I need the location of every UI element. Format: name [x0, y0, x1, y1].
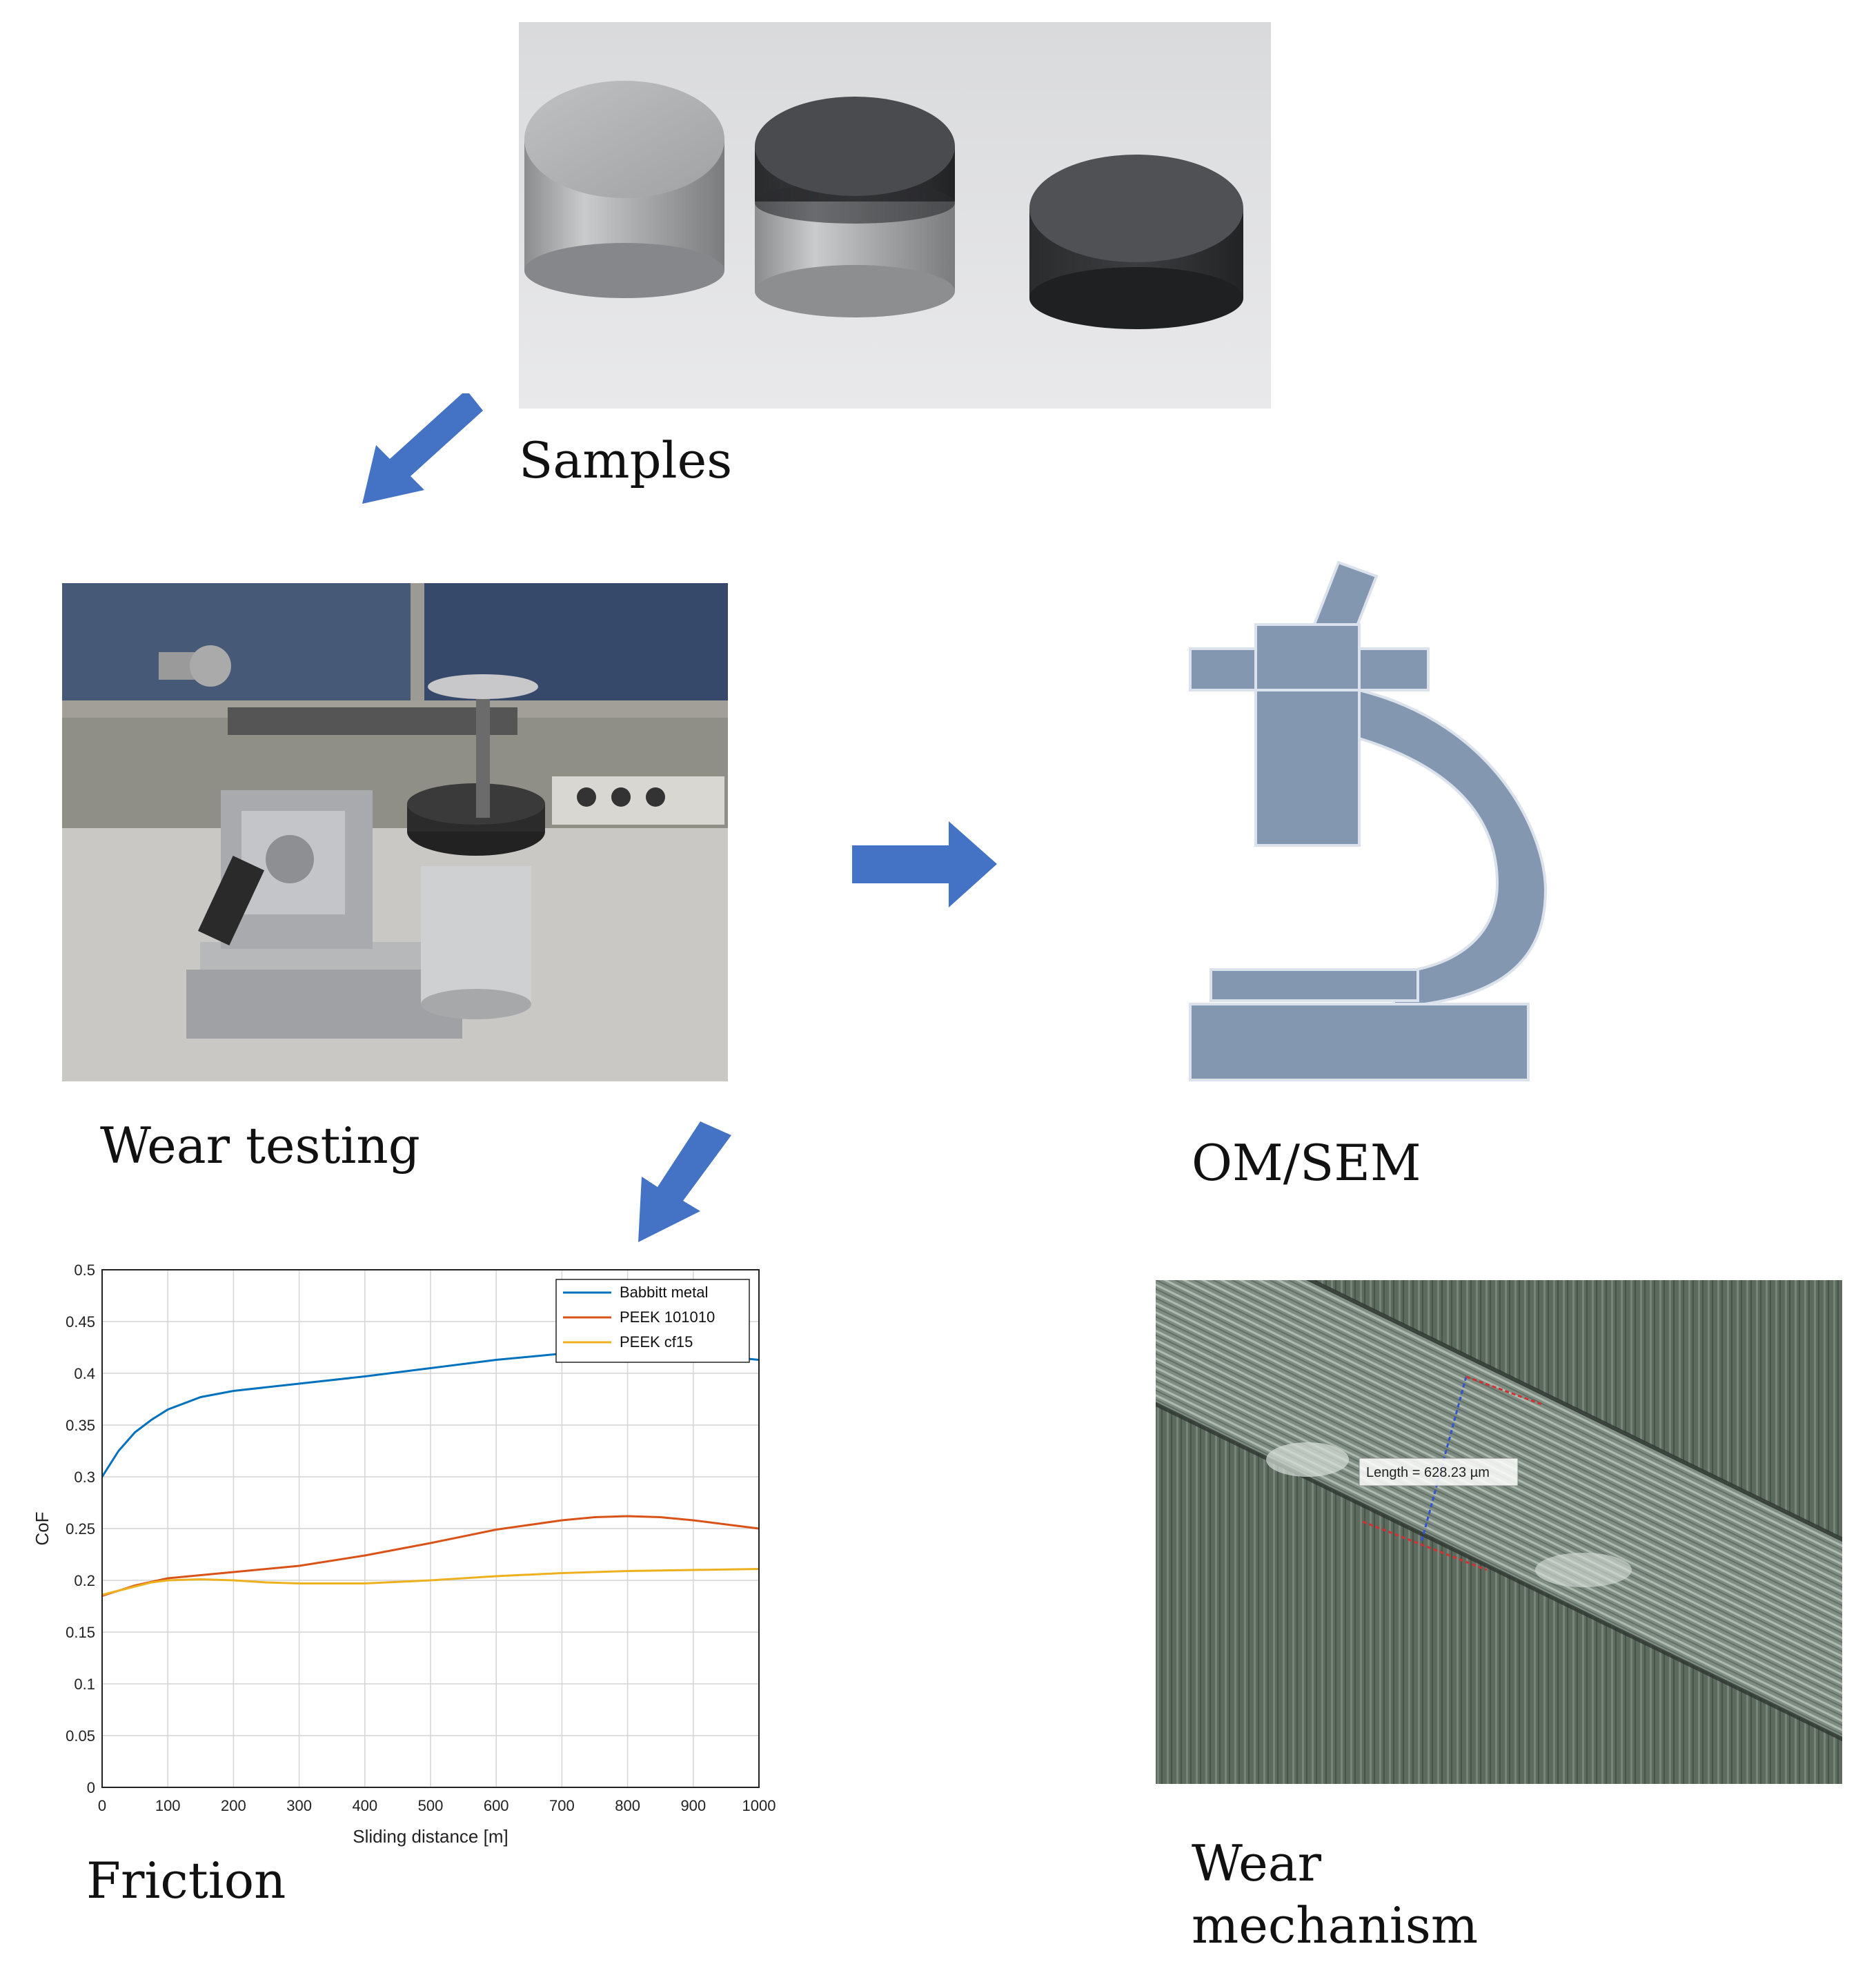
y-axis-label: CoF [32, 1511, 52, 1545]
x-tick-label: 400 [352, 1797, 377, 1814]
wear-track-micrograph: Length = 628.23 µm [1156, 1280, 1842, 1784]
y-tick-label: 0.45 [66, 1313, 95, 1331]
legend-label: PEEK 101010 [620, 1308, 715, 1326]
wear-mechanism-caption-line1: Wear [1192, 1834, 1322, 1892]
x-tick-label: 900 [680, 1797, 706, 1814]
arrow-right-icon [852, 821, 997, 907]
x-tick-label: 800 [615, 1797, 640, 1814]
wear-mechanism-caption: Wear mechanism [1192, 1832, 1478, 1956]
y-tick-label: 0.4 [74, 1365, 95, 1382]
y-tick-label: 0.25 [66, 1520, 95, 1538]
wear-testing-caption: Wear testing [100, 1117, 420, 1175]
x-tick-label: 600 [484, 1797, 509, 1814]
samples-caption: Samples [519, 431, 733, 489]
x-tick-label: 0 [98, 1797, 106, 1814]
microscope-icon [1187, 559, 1559, 1090]
measurement-label: Length = 628.23 µm [1366, 1465, 1490, 1480]
x-axis-label: Sliding distance [m] [353, 1826, 508, 1847]
x-tick-label: 300 [286, 1797, 312, 1814]
arrow-down-left-icon [624, 1118, 735, 1246]
x-tick-label: 200 [221, 1797, 246, 1814]
y-tick-label: 0.2 [74, 1572, 95, 1589]
y-tick-label: 0.1 [74, 1676, 95, 1693]
friction-caption: Friction [86, 1852, 286, 1910]
y-tick-label: 0 [87, 1779, 95, 1796]
wear-tester-photo [62, 583, 728, 1081]
chart-ticks: 0 100 200 300 400 500 600 700 800 900 1000 0 0.05 0.1… [66, 1262, 776, 1814]
plot-frame [101, 1269, 760, 1788]
x-tick-label: 100 [155, 1797, 181, 1814]
x-tick-label: 700 [549, 1797, 575, 1814]
legend-label: PEEK cf15 [620, 1333, 693, 1351]
x-tick-label: 500 [418, 1797, 444, 1814]
y-tick-label: 0.15 [66, 1624, 95, 1641]
series-line-2 [101, 1568, 760, 1596]
samples-photo [519, 22, 1271, 409]
y-tick-label: 0.3 [74, 1469, 95, 1486]
wear-mechanism-caption-line2: mechanism [1192, 1896, 1479, 1954]
y-tick-label: 0.35 [66, 1417, 95, 1434]
y-tick-label: 0.5 [74, 1262, 95, 1279]
arrow-down-left-icon [359, 390, 483, 507]
friction-chart: 0 100 200 300 400 500 600 700 800 900 1000 0 0.05 0.1… [21, 1249, 793, 1849]
x-tick-label: 1000 [742, 1797, 776, 1814]
legend-label: Babbitt metal [620, 1284, 708, 1301]
y-tick-label: 0.05 [66, 1727, 95, 1745]
om-sem-caption: OM/SEM [1192, 1134, 1421, 1192]
